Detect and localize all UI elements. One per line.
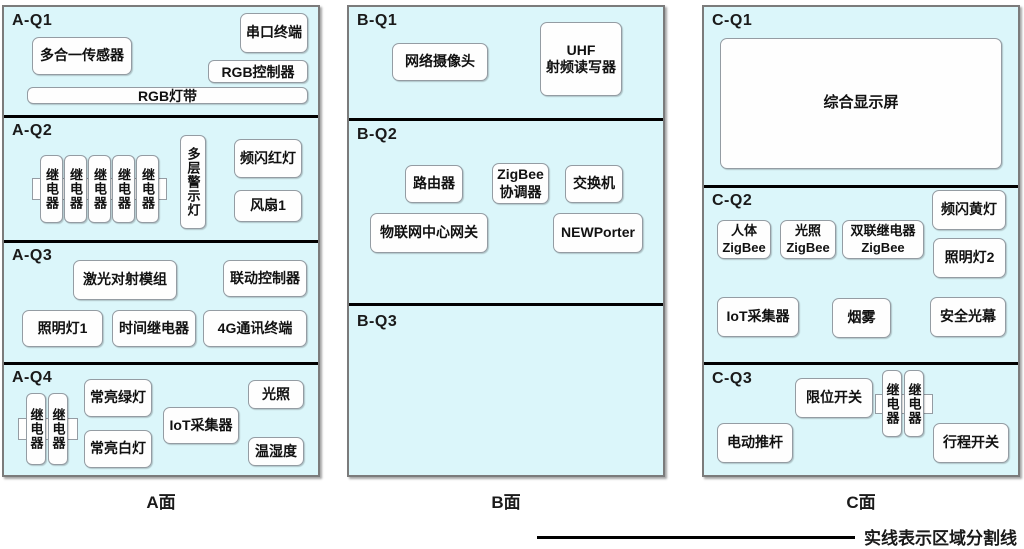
device-box-network-switch: 交换机 [565,165,623,203]
section-label-a-q2: A-Q2 [12,122,53,139]
device-box-4g-terminal: 4G通讯终端 [203,310,307,347]
caption-panel-c: C面 [846,493,876,512]
section-label-b-q2: B-Q2 [357,126,398,143]
device-box-relay: 继电器 [136,155,159,223]
section-divider [4,115,318,118]
device-box-linkage-controller: 联动控制器 [223,260,307,297]
device-box-strobe-yellow-light: 频闪黄灯 [932,190,1006,230]
device-box-travel-switch: 行程开关 [933,423,1009,463]
device-box-strobe-red-light: 频闪红灯 [234,139,302,178]
device-box-integrated-display: 综合显示屏 [720,38,1002,169]
section-label-c-q3: C-Q3 [712,370,753,387]
device-box-relay: 继电器 [882,370,902,437]
device-box-steady-white-lamp: 常亮白灯 [84,430,152,468]
device-box-relay: 继电器 [40,155,63,223]
device-box-lighting-lamp-1: 照明灯1 [22,310,103,347]
device-box-multilayer-warning-light: 多层警示灯 [180,135,206,229]
device-box-steady-green-lamp: 常亮绿灯 [84,379,152,417]
device-box-fan-1: 风扇1 [234,190,302,222]
device-box-iot-center-gateway: 物联网中心网关 [370,213,488,253]
caption-panel-b: B面 [491,493,521,512]
legend-solid-line [537,536,855,539]
section-label-c-q1: C-Q1 [712,12,753,29]
section-label-a-q1: A-Q1 [12,12,53,29]
section-label-b-q1: B-Q1 [357,12,398,29]
section-label-a-q3: A-Q3 [12,247,53,264]
device-box-human-zigbee: 人体 ZigBee [717,220,771,259]
legend-note: 实线表示区域分割线 [864,529,1017,548]
section-divider [349,303,663,306]
device-box-temp-humidity: 温湿度 [248,437,304,466]
panel-a: A-Q1 多合一传感器 串口终端 RGB控制器 RGB灯带 A-Q2 继电器 继… [2,5,320,477]
device-box-relay: 继电器 [112,155,135,223]
device-box-router: 路由器 [405,165,463,203]
device-box-iot-collector: IoT采集器 [717,297,799,337]
device-box-iot-collector: IoT采集器 [163,407,239,444]
section-divider [4,362,318,365]
section-divider [349,118,663,121]
panel-b: B-Q1 网络摄像头 UHF 射频读写器 B-Q2 路由器 ZigBee 协调器… [347,5,665,477]
device-box-electric-push-rod: 电动推杆 [717,423,793,463]
section-divider [704,185,1018,188]
section-label-b-q3: B-Q3 [357,313,398,330]
section-label-c-q2: C-Q2 [712,192,753,209]
section-divider [704,362,1018,365]
device-box-time-relay: 时间继电器 [112,310,196,347]
device-box-illuminance: 光照 [248,380,304,409]
device-box-illuminance-zigbee: 光照 ZigBee [780,220,836,259]
device-box-network-camera: 网络摄像头 [392,43,488,81]
device-box-laser-beam-module: 激光对射模组 [73,260,177,300]
device-box-relay: 继电器 [88,155,111,223]
device-box-serial-terminal: 串口终端 [240,13,308,53]
device-box-safety-light-curtain: 安全光幕 [930,297,1006,337]
device-box-limit-switch: 限位开关 [795,378,873,418]
section-label-a-q4: A-Q4 [12,369,53,386]
caption-panel-a: A面 [146,493,176,512]
device-box-smoke: 烟雾 [832,298,891,338]
device-box-multi-sensor: 多合一传感器 [32,37,132,75]
device-box-relay: 继电器 [904,370,924,437]
device-box-lighting-lamp-2: 照明灯2 [933,238,1006,278]
device-box-dual-relay-zigbee: 双联继电器 ZigBee [842,220,924,259]
device-box-newporter: NEWPorter [553,213,643,253]
panel-c: C-Q1 综合显示屏 C-Q2 频闪黄灯 人体 ZigBee 光照 ZigBee… [702,5,1020,477]
device-box-rgb-strip: RGB灯带 [27,87,308,104]
device-box-uhf-rfid-reader: UHF 射频读写器 [540,22,622,96]
device-box-zigbee-coordinator: ZigBee 协调器 [492,163,549,204]
device-box-relay: 继电器 [26,393,46,465]
device-box-relay: 继电器 [64,155,87,223]
device-box-relay: 继电器 [48,393,68,465]
device-box-rgb-controller: RGB控制器 [208,60,308,83]
section-divider [4,240,318,243]
